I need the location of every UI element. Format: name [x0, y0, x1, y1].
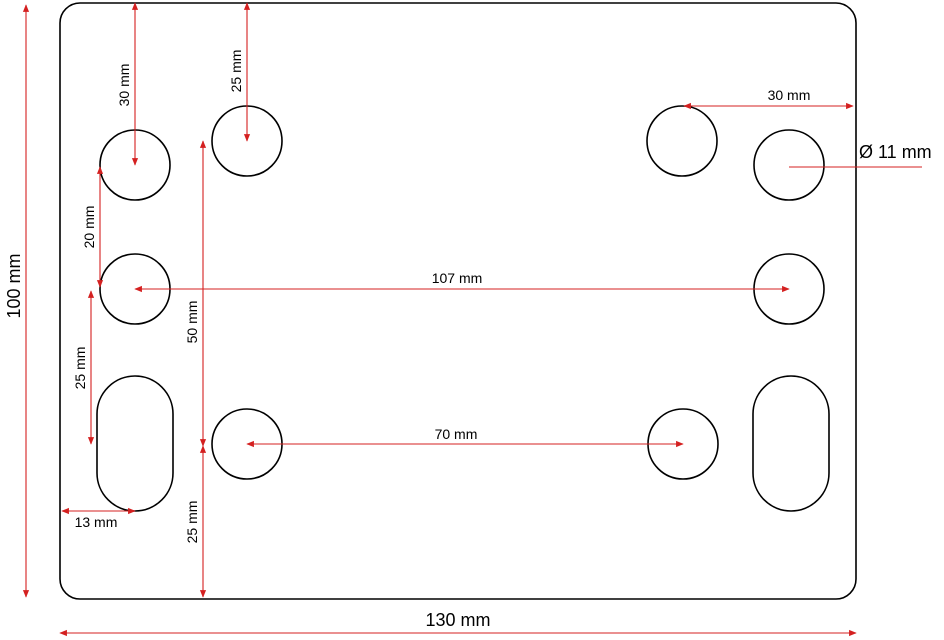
slot-right	[752, 375, 830, 512]
label-slot-top-25: 25 mm	[72, 347, 88, 390]
label-overall-width: 130 mm	[425, 610, 490, 630]
hole-upper-inner-right	[646, 105, 718, 177]
label-wide-107: 107 mm	[432, 270, 483, 286]
slot-left	[96, 375, 174, 512]
label-overall-height: 100 mm	[4, 253, 24, 318]
label-left-top: 30 mm	[116, 64, 132, 107]
label-edge-slot-13: 13 mm	[75, 514, 118, 530]
label-hole-diameter: Ø 11 mm	[859, 142, 932, 162]
label-vertical-50: 50 mm	[184, 301, 200, 344]
label-narrow-70: 70 mm	[435, 426, 478, 442]
label-top-upper: 25 mm	[228, 50, 244, 93]
label-bottom-25: 25 mm	[184, 501, 200, 544]
plate-outline	[59, 2, 857, 600]
label-vertical-20: 20 mm	[81, 206, 97, 249]
label-right-edge: 30 mm	[768, 87, 811, 103]
hole-right-top	[753, 129, 825, 201]
